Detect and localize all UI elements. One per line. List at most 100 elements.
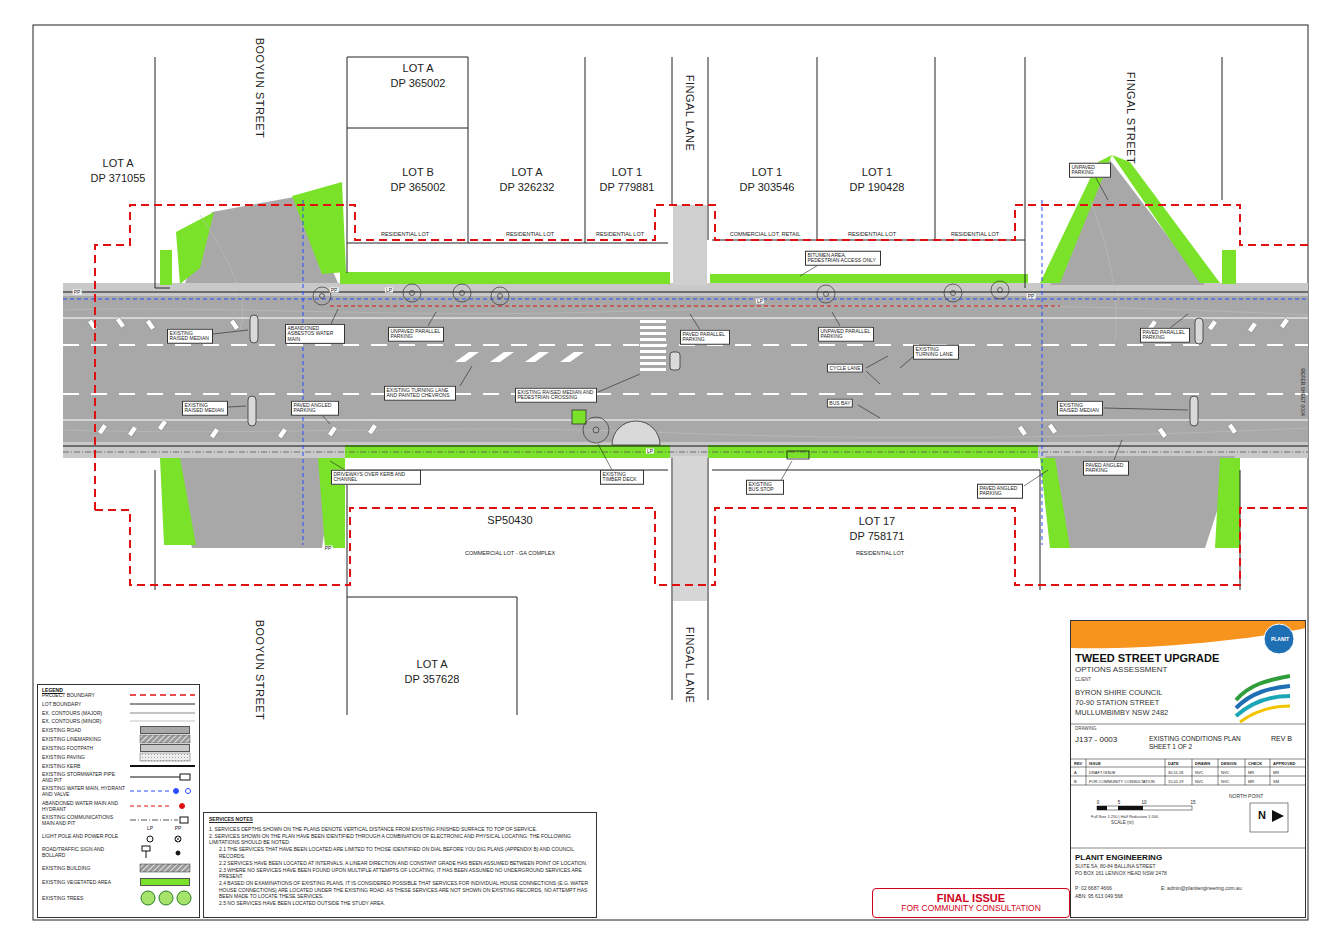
legend-swatch	[140, 726, 190, 734]
title-block-graphics	[1097, 806, 1192, 810]
legend-sample	[130, 721, 195, 722]
legend-sample	[147, 836, 153, 842]
callout: EXISTING TURNING LANE	[913, 345, 959, 360]
drawing-title: TWEED STREET UPGRADE	[1075, 652, 1290, 664]
table-cell: 30.11.18	[1168, 771, 1194, 775]
legend-sample	[180, 804, 185, 809]
street-name: BOOYUN STREET	[254, 38, 267, 139]
leader-line	[800, 264, 820, 276]
lot-use: RESIDENTIAL LOT	[848, 231, 896, 237]
communications-main	[63, 452, 1308, 453]
callout: UNPAVED PARALLEL PARKING	[818, 327, 874, 342]
parking-bay	[229, 319, 239, 330]
road-surface	[1045, 456, 1235, 548]
sheet-border	[33, 25, 1308, 920]
legend-sample	[142, 846, 150, 851]
title-block-graphics	[1240, 706, 1290, 722]
water-main	[303, 200, 304, 545]
painted-chevron	[525, 352, 549, 362]
abandoned-water-main	[330, 306, 1060, 307]
sheet-number: SHEET 1 OF 2	[1149, 743, 1269, 750]
road-surface	[172, 458, 335, 548]
tree-symbol	[313, 281, 1009, 443]
contour-line	[200, 215, 243, 330]
callout: ABANDONED ASBESTOS WATER MAIN	[285, 324, 345, 344]
legend-sample	[140, 753, 190, 761]
legend-entry: EXISTING ROAD	[42, 727, 126, 733]
callout: EXISTING RAISED MEDIAN	[167, 329, 213, 344]
legend-sample	[176, 851, 180, 855]
lot-use: RESIDENTIAL LOT	[381, 231, 429, 237]
raised-median	[612, 421, 660, 445]
pole-tag: LP	[646, 449, 654, 454]
legend-sample	[180, 817, 188, 823]
parking-bay	[145, 319, 155, 330]
bus-stop	[787, 451, 809, 459]
legend-entry: EXISTING COMMUNICATIONS MAIN AND PIT	[42, 814, 126, 826]
lot-number: LOT 1	[752, 166, 782, 179]
client-line: MULLUMBIMBY NSW 2482	[1075, 709, 1225, 717]
legend-sample	[176, 837, 180, 841]
tree-symbol	[944, 284, 962, 302]
table-cell: DRAWN	[1195, 762, 1220, 766]
tree-symbol	[951, 291, 956, 296]
vegetated-area	[1040, 155, 1112, 283]
lot-number: LOT A	[417, 658, 448, 671]
leader-line	[598, 444, 612, 470]
painted-chevron	[490, 352, 514, 362]
tree-symbol	[460, 291, 465, 296]
vegetated-area	[1215, 458, 1240, 548]
leader-line	[460, 366, 472, 386]
table-cell: 15.01.19	[1168, 780, 1194, 784]
lot-use: RESIDENTIAL LOT	[856, 550, 904, 556]
leader-line	[858, 405, 880, 418]
pedestrian-crossing	[640, 320, 666, 323]
legend-entry: LIGHT POLE AND POWER POLE	[42, 833, 126, 839]
legend-sample	[186, 789, 191, 794]
vegetated-area	[1040, 458, 1070, 548]
legend-swatch	[140, 744, 190, 752]
note-item: 2.5 NO SERVICES HAVE BEEN LOCATED OUTSID…	[219, 900, 591, 907]
tree-symbol	[817, 285, 835, 303]
leader-line	[900, 356, 914, 368]
road-surface	[673, 456, 707, 601]
tree-symbol	[491, 287, 509, 305]
legend-symbol-tag: PP	[175, 826, 182, 832]
lot-boundary	[155, 57, 1025, 288]
stamp-heading: FINAL ISSUE	[937, 892, 1005, 905]
callout: EXISTING TIMBER DECK	[600, 470, 644, 485]
lot-use: COMMERCIAL LOT - GA COMPLEX	[465, 550, 555, 556]
strata-plan: SP50430	[487, 514, 532, 527]
leader-line	[330, 461, 345, 470]
tree-symbol	[410, 291, 415, 296]
company-address: SUITE 5A, 80-84 BALLINA STREET	[1075, 864, 1235, 870]
client-line: BYRON SHIRE COUNCIL	[1075, 689, 1225, 697]
legend-entry: EX. CONTOURS (MAJOR)	[42, 710, 126, 716]
road-surface	[63, 296, 1308, 442]
callout: EXISTING RAISED MEDIAN AND PEDESTRIAN CR…	[515, 388, 597, 403]
lot-boundary	[155, 57, 1240, 715]
tree-symbol	[583, 417, 609, 443]
project-boundary	[95, 508, 1308, 585]
legend-sample	[141, 891, 155, 905]
legend-sample	[130, 791, 170, 792]
title-block-graphics	[1086, 759, 1270, 785]
painted-chevron	[560, 352, 584, 362]
parking-bay	[277, 428, 287, 439]
kerb-line	[63, 445, 1308, 446]
lot-use: RESIDENTIAL LOT	[506, 231, 554, 237]
line-marking	[63, 393, 1308, 395]
lot-use: RESIDENTIAL LOT	[596, 231, 644, 237]
parking-bay	[97, 424, 107, 435]
legend-sample	[140, 864, 190, 872]
vegetated-area	[1112, 155, 1220, 283]
note-item: 2. SERVICES SHOWN ON THE PLAN HAVE BEEN …	[209, 833, 591, 846]
company-contact: P: 02 6687 4666	[1075, 886, 1155, 892]
lot-number: LOT A	[512, 166, 543, 179]
vegetated-area	[345, 445, 670, 458]
tree-symbol	[593, 427, 599, 433]
table-cell: MR	[1273, 771, 1305, 775]
title-block-graphics	[1250, 803, 1288, 832]
lot-use: COMMERCIAL LOT, RETAIL	[730, 231, 801, 237]
street-name: FINGAL STREET	[1125, 72, 1138, 164]
